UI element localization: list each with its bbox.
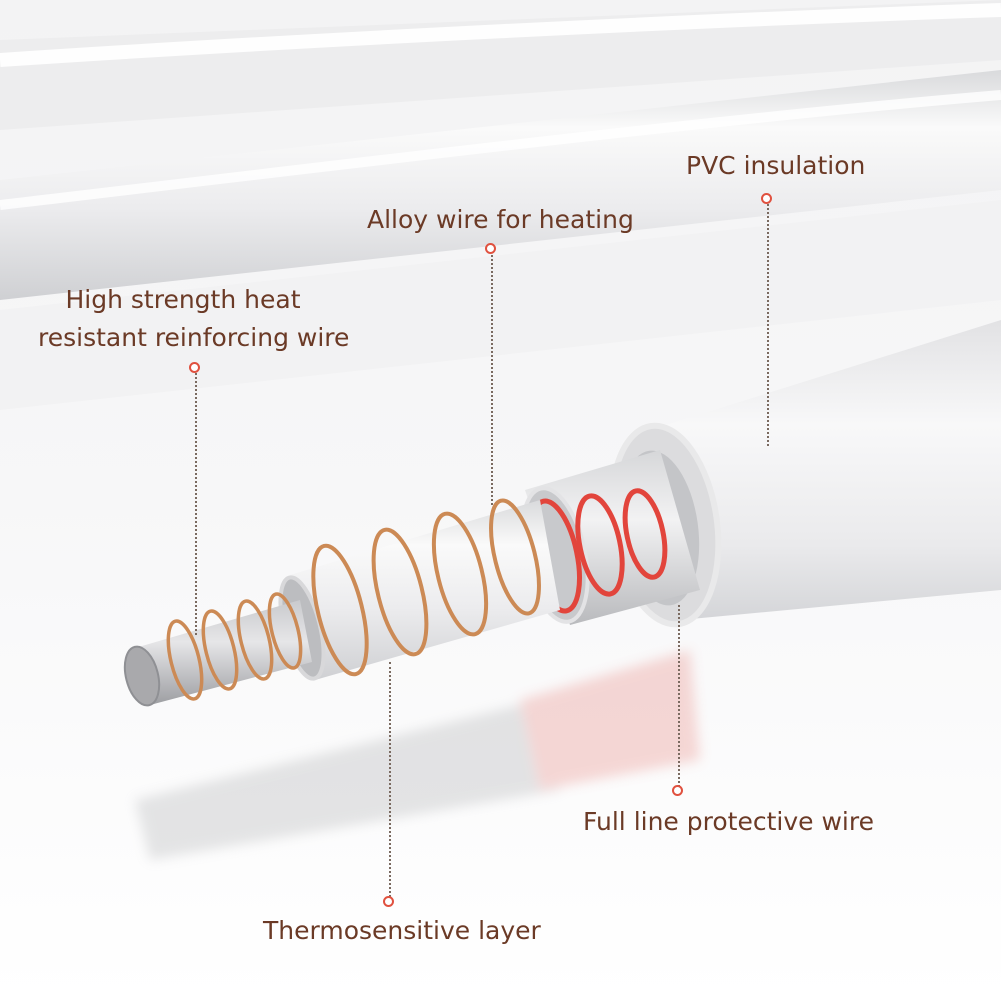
- label-pvc-insulation: PVC insulation: [686, 151, 866, 180]
- label-alloy-wire: Alloy wire for heating: [367, 205, 634, 234]
- leader-pvc: [767, 204, 769, 446]
- label-reinforcing-line2: resistant reinforcing wire: [38, 323, 350, 352]
- label-reinforcing-line1: High strength heat: [65, 285, 301, 314]
- marker-protective: [672, 785, 683, 796]
- label-thermosensitive-layer: Thermosensitive layer: [263, 916, 541, 945]
- leader-thermo: [389, 662, 391, 897]
- marker-pvc: [761, 193, 772, 204]
- leader-protective: [678, 605, 680, 787]
- marker-reinforcing: [189, 362, 200, 373]
- label-protective-wire: Full line protective wire: [583, 807, 874, 836]
- leader-alloy: [491, 255, 493, 505]
- label-reinforcing-wire: High strength heat resistant reinforcing…: [38, 281, 350, 357]
- marker-alloy: [485, 243, 496, 254]
- marker-thermo: [383, 896, 394, 907]
- leader-reinforcing: [195, 373, 197, 635]
